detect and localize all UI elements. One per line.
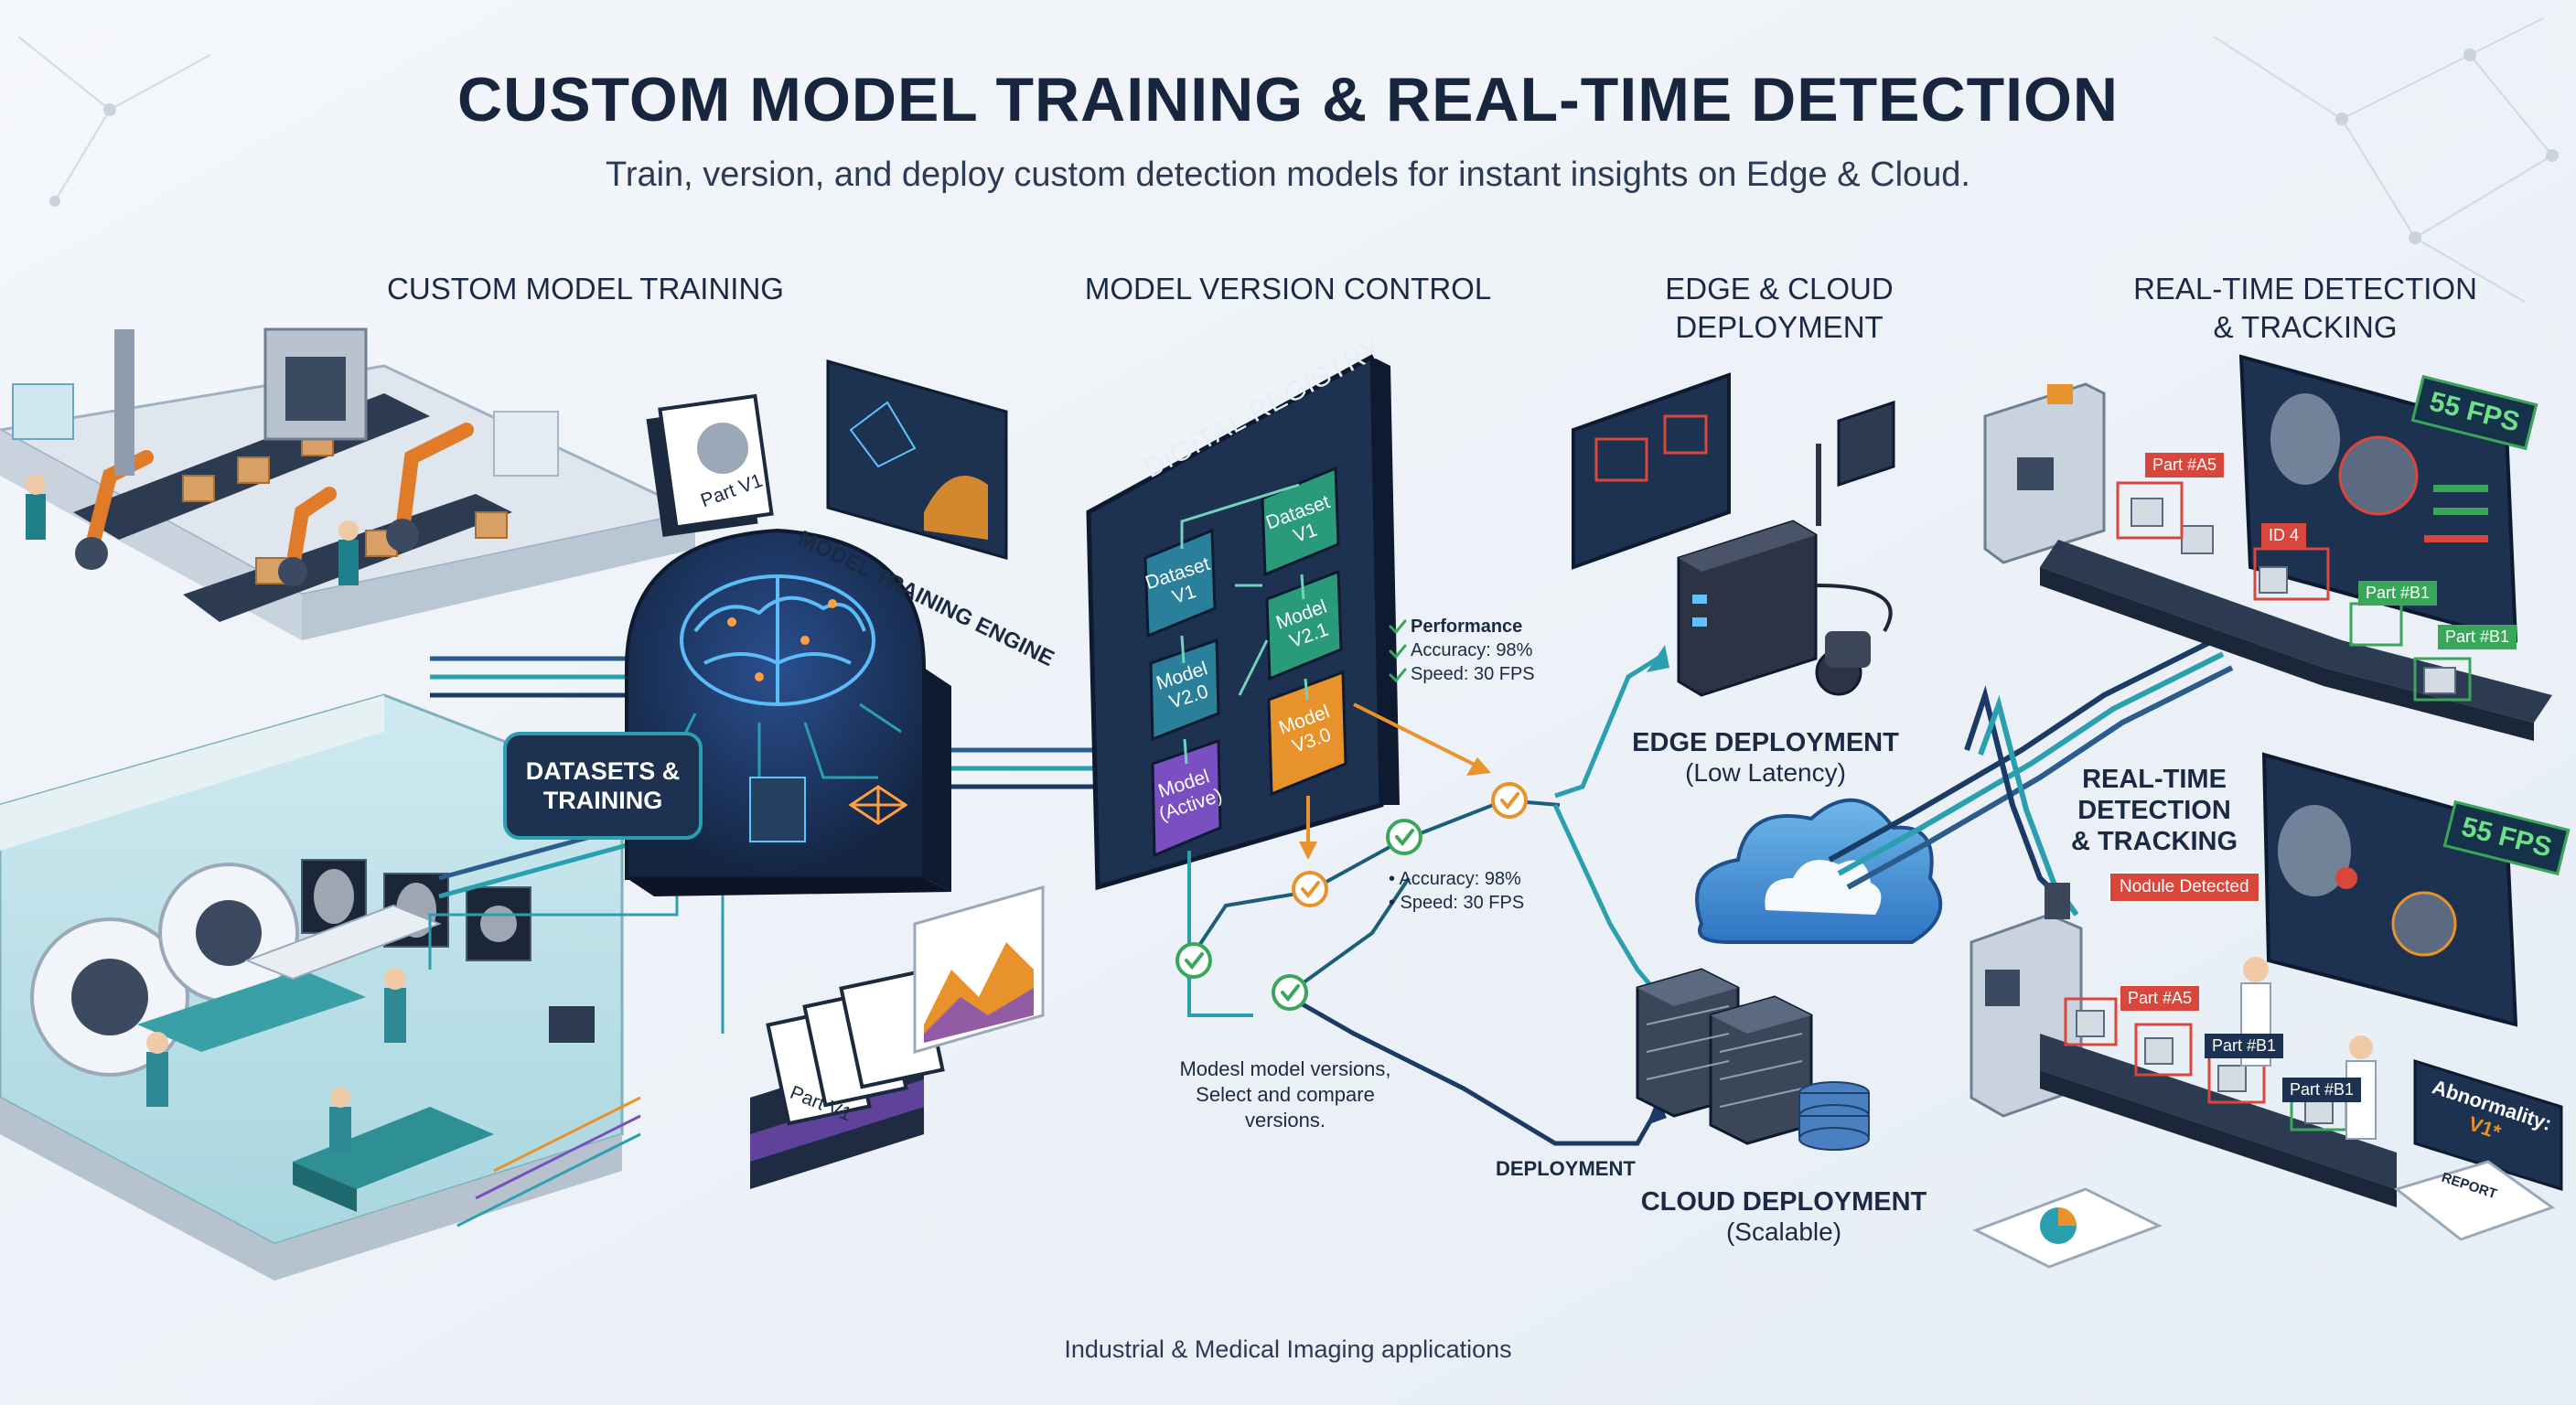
datasets-badge-line2: TRAINING [542, 787, 663, 814]
tag-part-a5-top: Part #A5 [2145, 453, 2225, 477]
section-heading-version-control: MODEL VERSION CONTROL [1084, 272, 1492, 306]
compare-versions-note: Modesl model versions, Select and compar… [1148, 1056, 1422, 1133]
cloud-infrastructure [1636, 798, 1943, 1151]
compare-note-line3: versions. [1244, 1109, 1326, 1132]
engine-screen [826, 359, 1008, 560]
edge-deployment-title: EDGE DEPLOYMENT [1632, 728, 1899, 757]
footer-caption: Industrial & Medical Imaging application… [1064, 1335, 1512, 1363]
metrics-lower-accuracy: • Accuracy: 98% [1389, 869, 1521, 889]
training-engine [625, 528, 951, 896]
tag-id4: ID 4 [2261, 523, 2307, 548]
metrics-lower: • Accuracy: 98% • Speed: 30 FPS [1389, 867, 1524, 915]
performance-accuracy: Accuracy: 98% [1411, 640, 1533, 660]
tag-part-a5-bottom: Part #A5 [2120, 986, 2200, 1011]
datasets-training-badge[interactable]: DATASETS & TRAINING [503, 732, 703, 840]
cloud-deployment-caption: CLOUD DEPLOYMENT (Scalable) [1610, 1187, 1958, 1247]
part-image-stack-top [646, 393, 774, 538]
section-heading-deployment: EDGE & CLOUD DEPLOYMENT [1596, 270, 1962, 347]
performance-speed: Speed: 30 FPS [1411, 664, 1535, 684]
section-heading-detection-line2: & TRACKING [2213, 310, 2398, 344]
digital-registry-board [1086, 352, 1400, 891]
performance-panel: Performance Accuracy: 98% Speed: 30 FPS [1411, 615, 1535, 686]
part-image-stack-bottom [750, 885, 1045, 1189]
deployment-arrow-label: DEPLOYMENT [1496, 1157, 1636, 1180]
section-heading-detection-line1: REAL-TIME DETECTION [2133, 272, 2477, 306]
lower-detection-title: REAL-TIME DETECTION & TRACKING [2040, 764, 2269, 857]
tag-part-b1-bottom-1: Part #B1 [2205, 1034, 2284, 1058]
nodule-detected-tag: Nodule Detected [2109, 872, 2260, 903]
tag-part-b1-top-1: Part #B1 [2358, 581, 2438, 606]
metrics-lower-speed: • Speed: 30 FPS [1389, 893, 1525, 913]
edge-deployment-caption: EDGE DEPLOYMENT (Low Latency) [1592, 728, 1939, 788]
lower-detection-title-line1: REAL-TIME [2082, 765, 2227, 794]
page-title: CUSTOM MODEL TRAINING & REAL-TIME DETECT… [456, 65, 2119, 134]
cloud-deployment-subtitle: (Scalable) [1725, 1217, 1842, 1246]
edge-deployment-subtitle: (Low Latency) [1685, 758, 1846, 787]
factory-scene [0, 327, 700, 640]
datasets-badge-line1: DATASETS & [525, 757, 681, 785]
detection-line-bottom [1970, 752, 2563, 1269]
lower-detection-title-line3: & TRACKING [2070, 827, 2238, 856]
compare-note-line1: Modesl model versions, [1179, 1057, 1391, 1080]
cloud-deployment-title: CLOUD DEPLOYMENT [1640, 1187, 1927, 1217]
section-heading-deployment-line1: EDGE & CLOUD [1665, 272, 1894, 306]
version-checkpoints [1175, 782, 1528, 1011]
lower-detection-title-line2: DETECTION [2077, 796, 2231, 825]
section-heading-deployment-line2: DEPLOYMENT [1675, 310, 1884, 344]
section-heading-training: CUSTOM MODEL TRAINING [387, 272, 784, 306]
performance-heading: Performance [1411, 617, 1523, 637]
compare-note-line2: Select and compare [1196, 1083, 1375, 1106]
page-subtitle: Train, version, and deploy custom detect… [606, 156, 1970, 194]
edge-device [1572, 372, 1895, 697]
tag-part-b1-top-2: Part #B1 [2438, 625, 2517, 649]
section-heading-detection: REAL-TIME DETECTION & TRACKING [2077, 270, 2534, 347]
tag-part-b1-bottom-2: Part #B1 [2282, 1078, 2362, 1102]
hospital-scene [0, 693, 624, 1281]
